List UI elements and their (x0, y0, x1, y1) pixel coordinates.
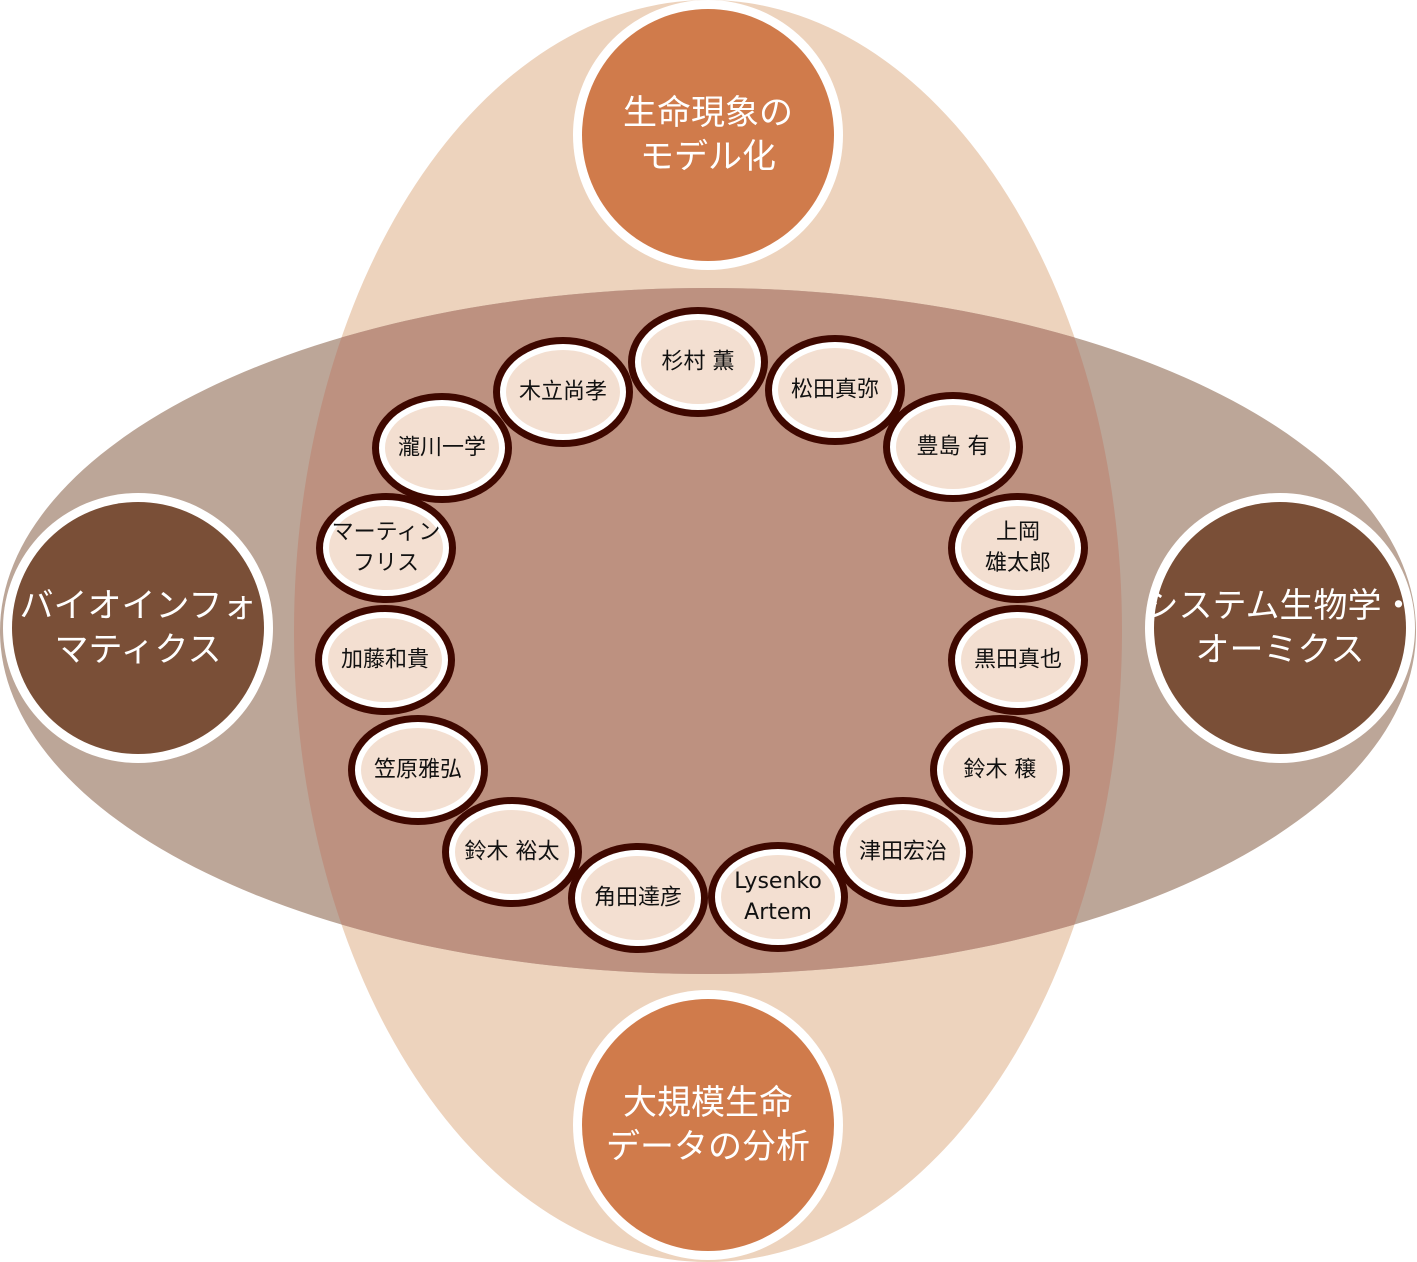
member-node: 鈴木 裕太 (442, 797, 582, 907)
field-label: データの分析 (606, 1127, 810, 1167)
field-label: 生命現象の (623, 93, 793, 133)
field-label: バイオインフォ (20, 586, 257, 626)
member-name: Lysenko (734, 869, 822, 894)
member-name: 木立尚孝 (519, 380, 607, 405)
member-name: 豊島 有 (917, 435, 990, 460)
member-name: 加藤和貴 (341, 648, 429, 673)
member-name: 雄太郎 (985, 551, 1051, 576)
member-node: 角田達彦 (568, 843, 708, 953)
field-label: システム生物学・ (1145, 586, 1416, 626)
field-circle-right: システム生物学・オーミクス (1145, 493, 1416, 763)
member-node: 木立尚孝 (493, 337, 633, 447)
member-node: 瀧川一学 (372, 393, 512, 503)
member-node: 松田真弥 (765, 335, 905, 445)
field-label: オーミクス (1196, 630, 1365, 670)
member-node: 笠原雅弘 (348, 715, 488, 825)
field-label: モデル化 (640, 137, 776, 177)
member-name: 杉村 薫 (662, 350, 735, 375)
member-node: 津田宏治 (833, 797, 973, 907)
member-name: 上岡 (996, 520, 1040, 545)
member-name: Artem (744, 900, 812, 925)
member-name: 角田達彦 (594, 886, 682, 911)
member-name: 鈴木 裕太 (465, 840, 560, 865)
member-name: フリス (353, 551, 419, 576)
member-name: 黒田真也 (974, 648, 1062, 673)
member-node: 杉村 薫 (628, 307, 768, 417)
member-node: 黒田真也 (948, 605, 1088, 715)
overlap-region (294, 288, 1122, 974)
member-name: 瀧川一学 (398, 436, 486, 461)
member-node: 鈴木 穣 (930, 715, 1070, 825)
member-name: 松田真弥 (791, 378, 879, 403)
member-node: 加藤和貴 (315, 605, 455, 715)
member-name: マーティン (332, 520, 441, 545)
field-label: マティクス (55, 630, 222, 670)
field-label: 大規模生命 (623, 1083, 793, 1123)
member-name: 鈴木 穣 (964, 758, 1037, 783)
member-name: 津田宏治 (859, 840, 947, 865)
member-node: 豊島 有 (883, 392, 1023, 502)
member-name: 笠原雅弘 (374, 758, 462, 783)
